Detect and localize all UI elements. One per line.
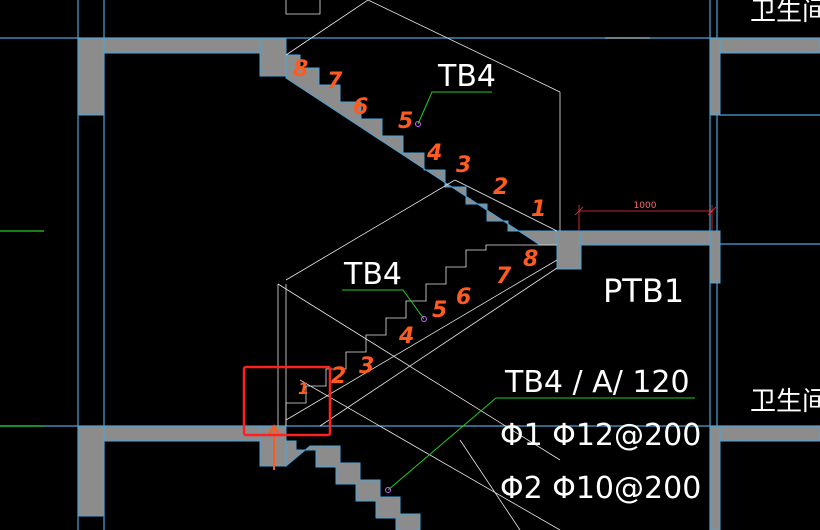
tb4-spec-label: TB4 / A/ 120 xyxy=(504,365,690,400)
lower-step-3: 3 xyxy=(359,354,374,379)
lower-step-2: 2 xyxy=(331,364,346,389)
highlight-box xyxy=(242,365,332,437)
lower-step-4: 4 xyxy=(398,324,414,349)
rebar-1-label: Φ1 Φ12@200 xyxy=(500,418,701,453)
leader-dots xyxy=(385,121,427,493)
upper-step-3: 3 xyxy=(456,153,471,178)
lower-bottom-flight xyxy=(285,440,421,530)
upper-step-7: 7 xyxy=(327,69,343,94)
upper-step-1: 1 xyxy=(531,197,546,222)
lower-step-numbers: 1 2 3 4 5 6 7 8 xyxy=(298,247,538,398)
upper-step-4: 4 xyxy=(426,141,442,166)
dimension-label: 1000 xyxy=(634,201,657,211)
dimension-1000 xyxy=(574,205,717,231)
lower-step-7: 7 xyxy=(496,264,512,289)
bathroom-label-top: 卫生间 xyxy=(750,0,820,27)
upper-step-5: 5 xyxy=(398,109,413,134)
rebar-2-label: Φ2 Φ10@200 xyxy=(500,471,701,506)
lower-step-1: 1 xyxy=(298,379,309,398)
slabs xyxy=(77,37,820,530)
lower-step-8: 8 xyxy=(523,247,538,272)
ptb1-label: PTB1 xyxy=(603,272,684,310)
upper-step-8: 8 xyxy=(293,57,308,82)
lower-step-5: 5 xyxy=(432,298,447,323)
lower-step-6: 6 xyxy=(456,285,471,310)
leaders xyxy=(342,91,695,491)
bathroom-label-mid: 卫生间 xyxy=(750,387,820,417)
upper-flight xyxy=(285,54,558,246)
upper-step-2: 2 xyxy=(493,175,508,200)
tb4-mid-label: TB4 xyxy=(343,257,402,292)
upper-step-6: 6 xyxy=(353,95,368,120)
flight-outlines xyxy=(277,0,650,530)
arrow-mark xyxy=(268,424,280,470)
upper-step-numbers: 8 7 6 5 4 3 2 1 xyxy=(293,57,546,222)
tb4-top-label: TB4 xyxy=(437,59,496,94)
